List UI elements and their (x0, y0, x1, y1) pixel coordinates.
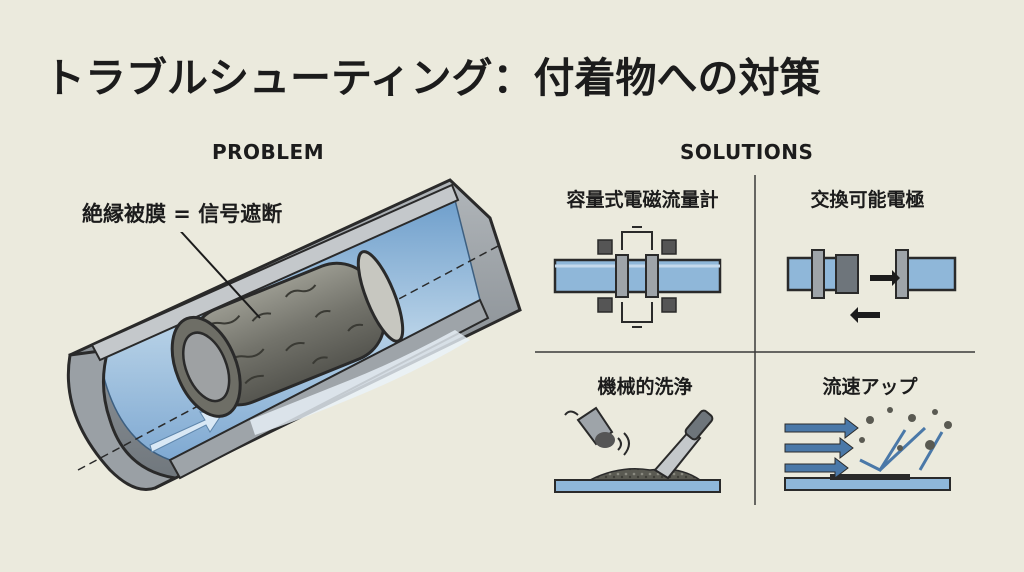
mechanical-cleaning-icon (554, 406, 721, 493)
bottom-deposit (250, 330, 470, 435)
page-title: トラブルシューティング：付着物への対策 (44, 54, 821, 102)
deposit-coating (170, 250, 405, 418)
solution-label-capacitive-flowmeter: 容量式電磁流量計 (566, 189, 719, 211)
solution-label-mechanical-cleaning: 機械的洗浄 (597, 376, 693, 398)
pipe-cutaway-illustration (66, 178, 522, 491)
flow-velocity-up-icon (784, 407, 952, 491)
solutions-heading: SOLUTIONS (680, 140, 814, 164)
capacitive-flowmeter-icon (553, 226, 722, 328)
solution-label-replaceable-electrode: 交換可能電極 (810, 189, 925, 211)
pipe-rim (66, 348, 180, 491)
solution-label-flow-velocity-up: 流速アップ (822, 376, 918, 398)
replaceable-electrode-icon (786, 249, 957, 323)
problem-callout: 絶縁被膜 = 信号遮断 (76, 194, 289, 232)
pipe-upper-wall (90, 183, 460, 362)
callout-leader (174, 224, 261, 319)
problem-heading: PROBLEM (212, 140, 325, 164)
flow-arrow-icon (149, 411, 223, 453)
